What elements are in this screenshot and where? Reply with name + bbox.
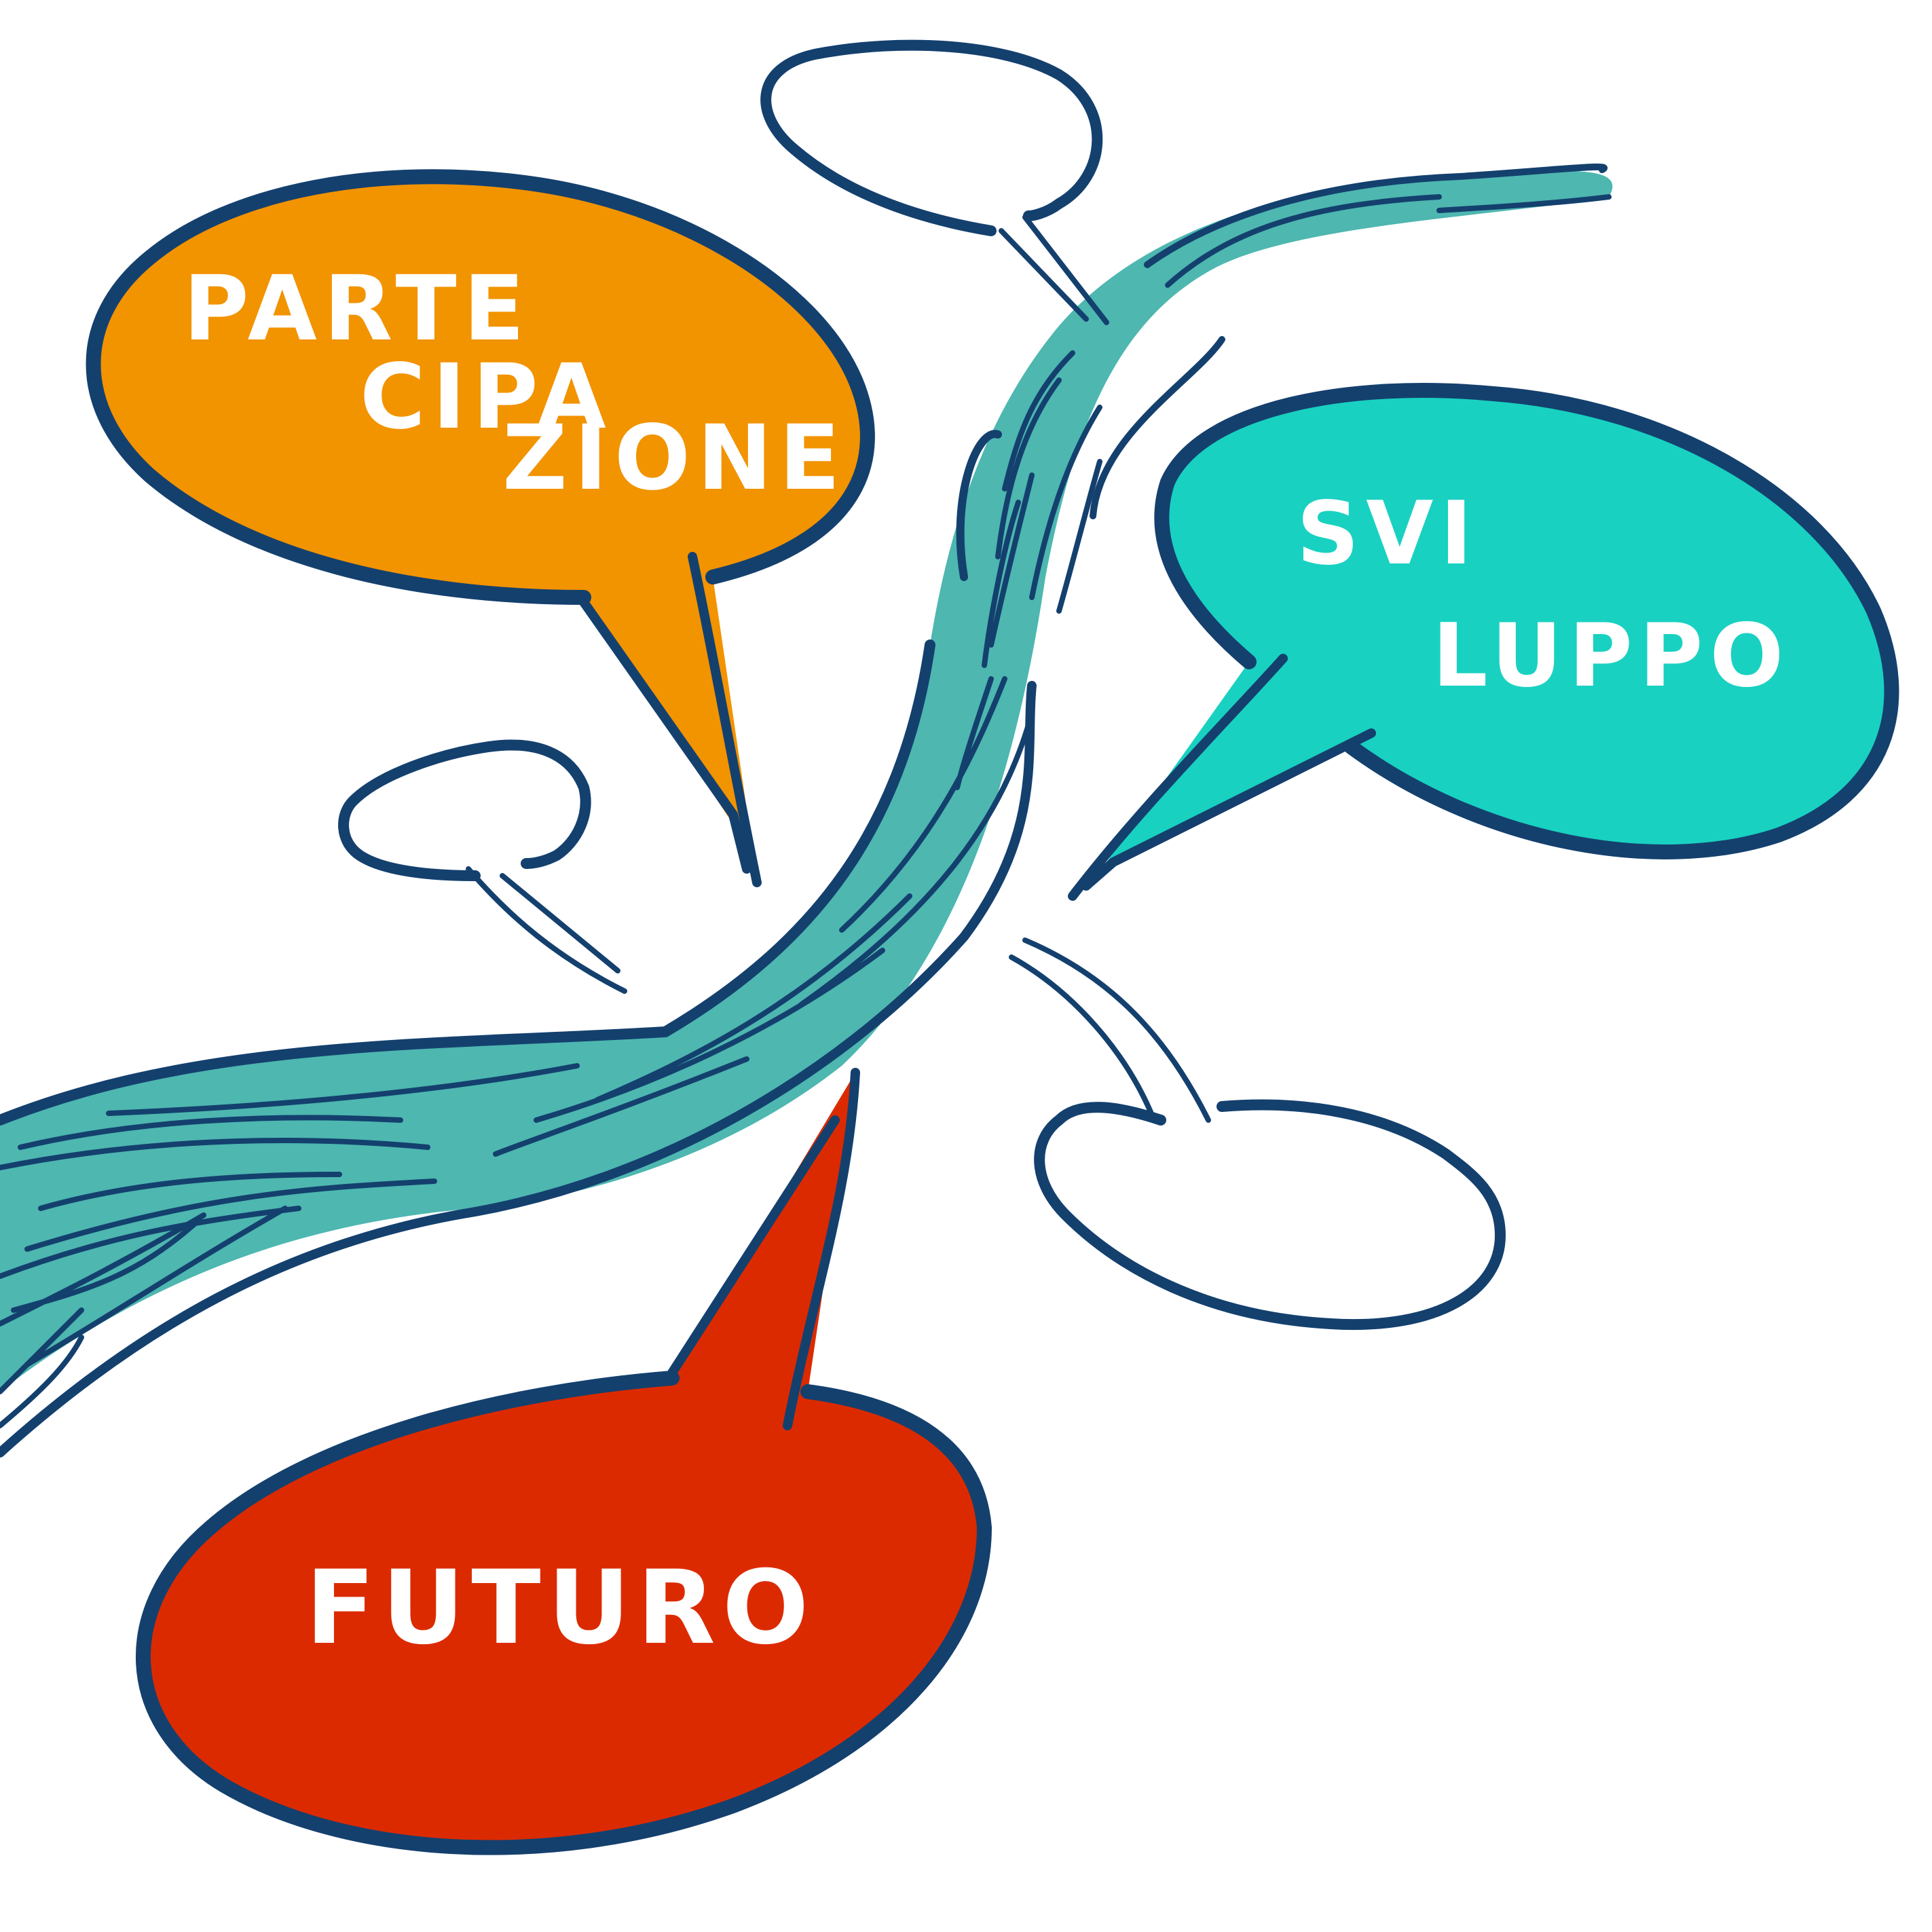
empty-speech-bubble-right: [1009, 937, 1506, 1331]
bubble-tail-outline: [576, 593, 751, 874]
partecipazione-line-3: ZIONE: [502, 406, 847, 510]
empty-speech-bubble-left: [338, 739, 627, 994]
ribbon-fill: [0, 170, 1613, 1392]
bubble-outline: [86, 169, 875, 605]
bubble-outline: [1154, 383, 1899, 859]
futuro-text: FUTURO: [305, 1549, 815, 1667]
partecipazione-line-2: CIPA: [360, 345, 613, 449]
bubble-tail-outline-2: [783, 1068, 860, 1430]
partecipazione-line-1: PARTE: [183, 257, 532, 361]
bubble-outline: [136, 1371, 992, 1855]
empty-speech-bubble-top: [760, 39, 1109, 325]
sviluppo-line-2: LUPPO: [1432, 606, 1790, 707]
bubble-tail-outline: [1068, 654, 1288, 901]
bubble-body: [1107, 390, 1892, 862]
speech-bubble-sviluppo: SVI LUPPO: [1068, 383, 1899, 901]
flowing-ribbon: [0, 163, 1613, 1457]
bubble-body: [93, 177, 868, 855]
sviluppo-line-1: SVI: [1297, 483, 1479, 584]
bubble-tail-outline-2: [1081, 728, 1376, 891]
speech-bubble-futuro: FUTURO: [136, 1068, 992, 1855]
bubble-tail-outline: [664, 1115, 840, 1383]
speech-bubble-partecipazione: PARTE CIPA ZIONE: [86, 169, 875, 887]
bubble-body: [143, 1073, 984, 1848]
bubble-tail-outline-2: [688, 552, 762, 887]
